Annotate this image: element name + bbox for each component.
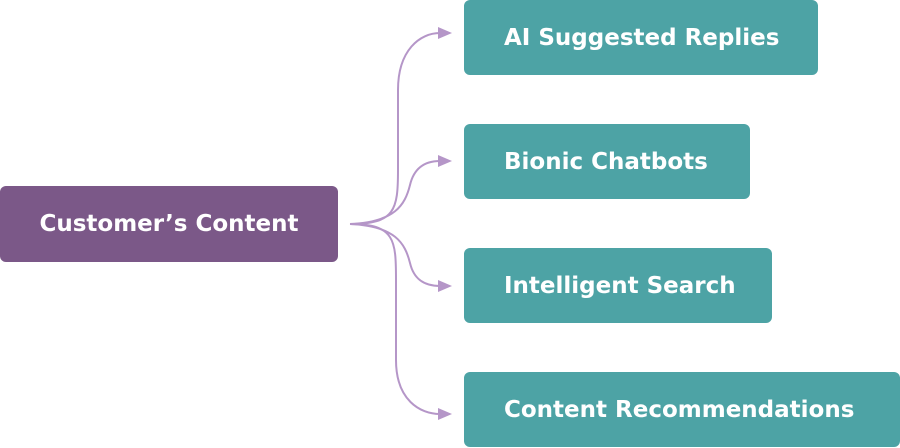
- target-node-intelligent-search: Intelligent Search: [464, 248, 772, 323]
- source-node-customers-content: Customer’s Content: [0, 186, 338, 262]
- target-node-ai-suggested-replies: AI Suggested Replies: [464, 0, 818, 75]
- arrowhead-icon: [438, 280, 452, 292]
- connector-ai-suggested-replies: [349, 32, 441, 225]
- connector-bionic-chatbots: [349, 160, 441, 225]
- source-node-label: Customer’s Content: [39, 211, 299, 237]
- target-node-label: Content Recommendations: [504, 396, 855, 423]
- target-node-bionic-chatbots: Bionic Chatbots: [464, 124, 750, 199]
- target-node-label: Intelligent Search: [504, 272, 736, 299]
- arrowhead-icon: [438, 27, 452, 39]
- target-node-label: AI Suggested Replies: [504, 24, 780, 51]
- arrowhead-icon: [438, 155, 452, 167]
- target-node-content-recommendations: Content Recommendations: [464, 372, 900, 447]
- target-node-label: Bionic Chatbots: [504, 148, 708, 175]
- connector-content-recommendations: [349, 223, 441, 415]
- arrowhead-icon: [438, 408, 452, 420]
